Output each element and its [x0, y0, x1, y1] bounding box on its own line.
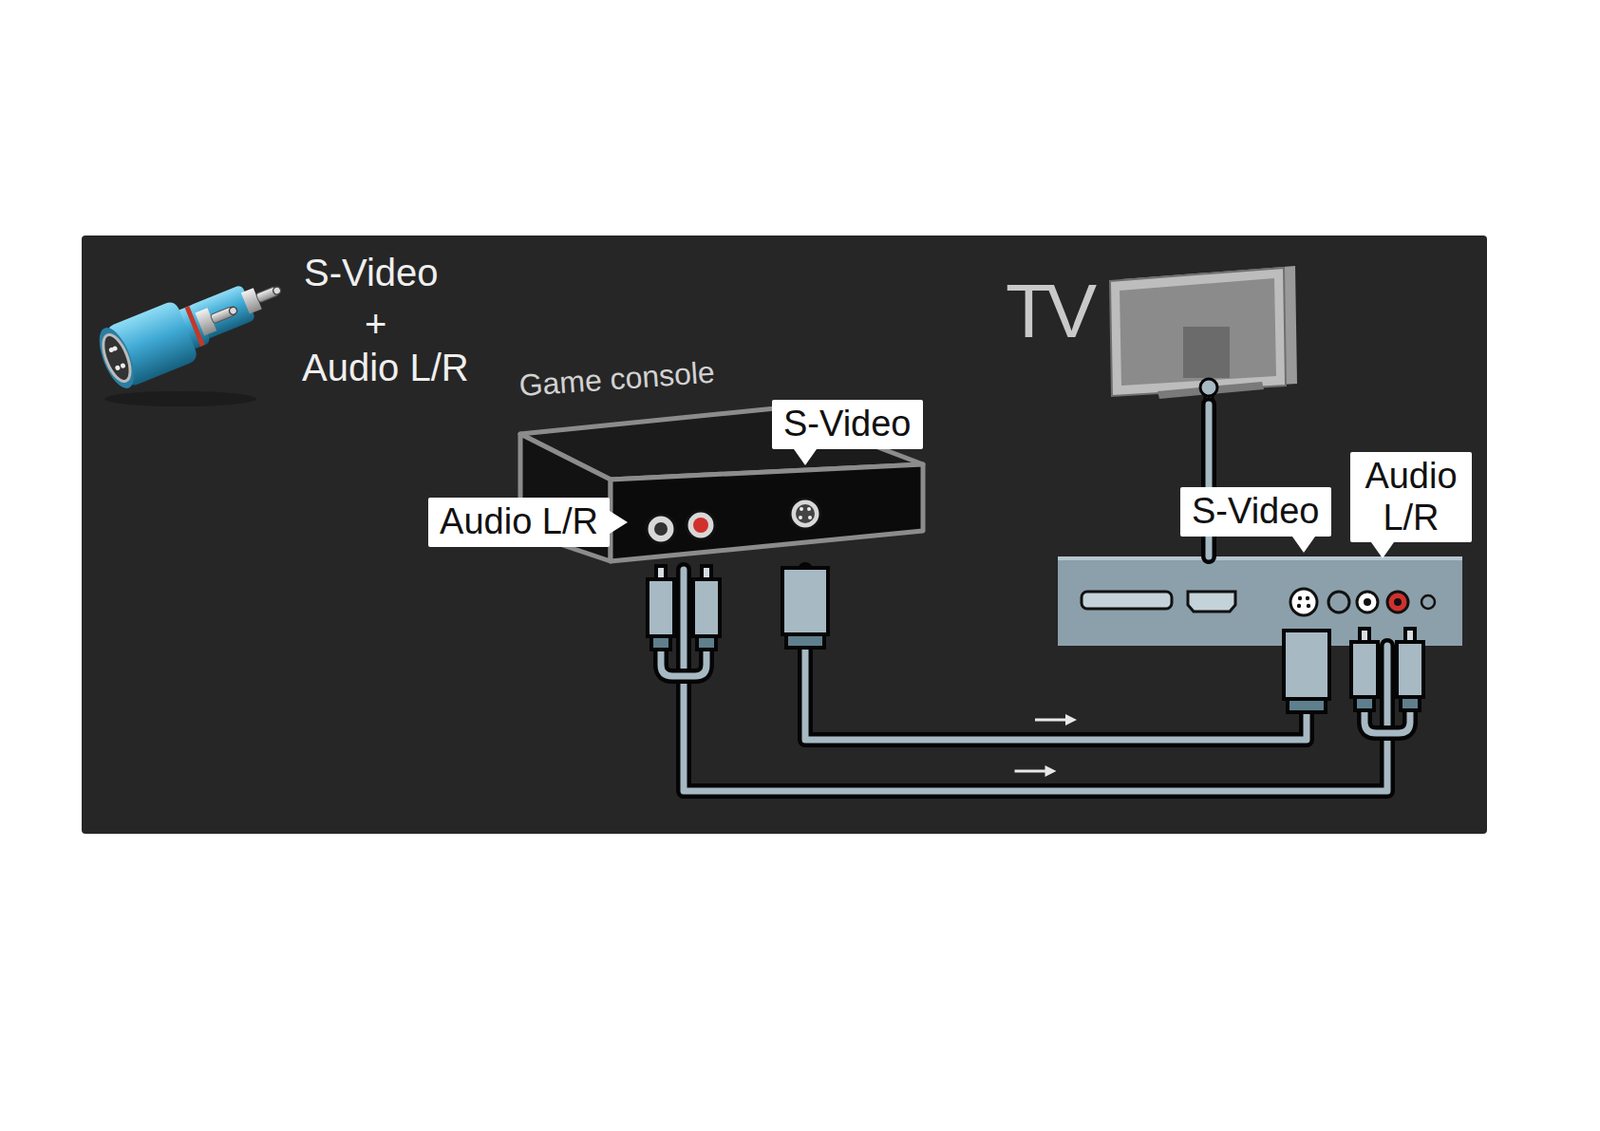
plug-set	[647, 565, 1424, 713]
connection-title: S-Video	[303, 250, 439, 295]
callout-pointer	[1371, 542, 1394, 559]
callout-pointer	[793, 449, 817, 466]
port-callout: S-Video	[771, 399, 923, 450]
callout-pointer	[1292, 536, 1316, 553]
port-callout: Audio L/R	[428, 497, 610, 547]
flow-arrow-shaft	[1035, 718, 1070, 722]
cable-core	[805, 569, 1307, 740]
port-callout: Audio L/R	[1350, 451, 1472, 543]
callout-pointer	[609, 510, 628, 534]
arrowhead	[1065, 714, 1077, 726]
connection-title: +	[364, 301, 387, 346]
game-console: Game consoleS-VideoAudio L/R	[518, 408, 929, 570]
arrowhead	[1045, 765, 1057, 777]
tv-icon	[1110, 265, 1298, 405]
tv-heading: TV	[1005, 273, 1092, 350]
cable-outline	[805, 569, 1307, 740]
connector-icon	[92, 271, 288, 407]
tv-connection-panel: S-VideoAudio L/R	[1057, 556, 1463, 646]
device-heading: Game console	[517, 355, 716, 404]
dark-panel	[81, 235, 1488, 834]
tv-set: TV	[1015, 265, 1291, 405]
port-callout: S-Video	[1180, 487, 1332, 537]
flow-arrow-shaft	[1015, 770, 1050, 773]
tv-connection-panel	[1057, 556, 1463, 646]
cable-connector	[805, 569, 1307, 740]
connection-title: Audio L/R	[301, 345, 470, 390]
